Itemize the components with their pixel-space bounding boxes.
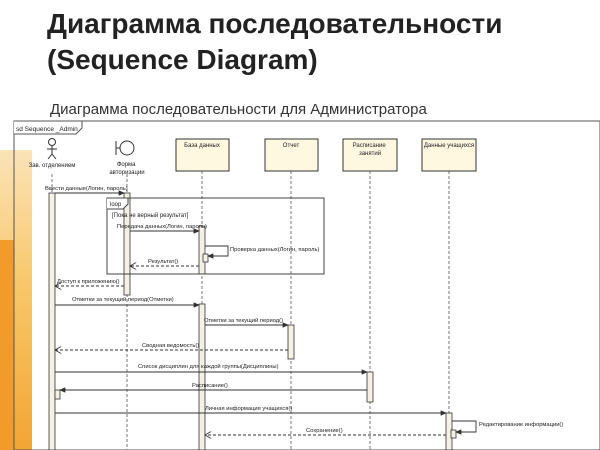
activation-student-data-self (450, 429, 457, 439)
diagram-frame: sd Sequence _Admin (13, 120, 600, 450)
lifeline-label-student-data: Данные учащихся (424, 143, 474, 149)
loop-guard: [Пока не верный результат] (112, 212, 189, 219)
message-label-12: Редактирование информации() (479, 422, 563, 428)
actor-label: Зав. отделением (29, 163, 76, 169)
message-label-13: Сохранение() (306, 428, 343, 434)
activation-actor (48, 192, 56, 450)
message-arrow-12 (452, 420, 477, 435)
actor-icon (47, 138, 57, 160)
lifeline-label-report: Отчет (283, 143, 300, 149)
lifeline-label-schedule-line-1: Расписание (353, 143, 387, 149)
activation-schedule (366, 371, 374, 403)
lifeline-box-student-data: Данные учащихся (421, 138, 477, 172)
page-subtitle: Диаграмма последовательности для Админис… (50, 101, 427, 118)
boundary-label-line-1: Форма (117, 162, 136, 168)
activation-database-2 (198, 303, 206, 450)
page-title-line-1: Диаграмма последовательности (47, 8, 503, 39)
message-label-11: Личная информация учащихся() (205, 406, 292, 412)
frame-label: sd Sequence _Admin (16, 126, 78, 133)
message-label-3: Проверка данных(Логин, пароль) (230, 247, 319, 253)
message-label-4: Результат() (148, 259, 178, 265)
activation-database-self (202, 253, 209, 263)
activation-report (287, 324, 295, 360)
boundary-label-line-2: авторизации (109, 170, 144, 176)
message-label-6: Отметки за текущий период(Отметки) (72, 296, 174, 303)
loop-fragment: loop [Пока не верный результат] (106, 197, 325, 275)
page-title-line-2: (Sequence Diagram) (47, 44, 318, 75)
lifeline-label-schedule-line-2: занятий (359, 150, 381, 157)
message-label-5: Доступ к приложению() (57, 279, 120, 285)
lifeline-label-database: База данных (184, 143, 220, 149)
boundary-label: Форма авторизации (109, 162, 144, 176)
message-label-2: Передача данных(Логин, пароль) (117, 224, 207, 230)
side-decoration-accent (0, 240, 14, 450)
message-label-8: Сводная ведомость() (142, 343, 199, 349)
lifeline-label-schedule: Расписание занятий (353, 143, 388, 157)
message-label-9: Список дисциплин для каждой группы(Дисци… (138, 363, 279, 370)
activation-database-1 (198, 225, 206, 275)
loop-label: loop (110, 202, 122, 208)
message-label-1: Ввести данные(Логин, пароль) (45, 186, 128, 192)
boundary-icon (115, 140, 135, 156)
lifeline-box-report: Отчет (264, 138, 319, 172)
message-arrow-3 (205, 245, 229, 259)
lifeline-box-database: База данных (175, 138, 230, 172)
page-title: Диаграмма последовательности (Sequence D… (47, 6, 502, 78)
activation-actor-self (54, 389, 61, 400)
message-label-10: Расписание() (192, 383, 228, 389)
lifeline-box-schedule: Расписание занятий (342, 138, 398, 172)
activation-boundary (123, 192, 131, 296)
message-label-7: Отметки за текущий период() (204, 317, 283, 324)
